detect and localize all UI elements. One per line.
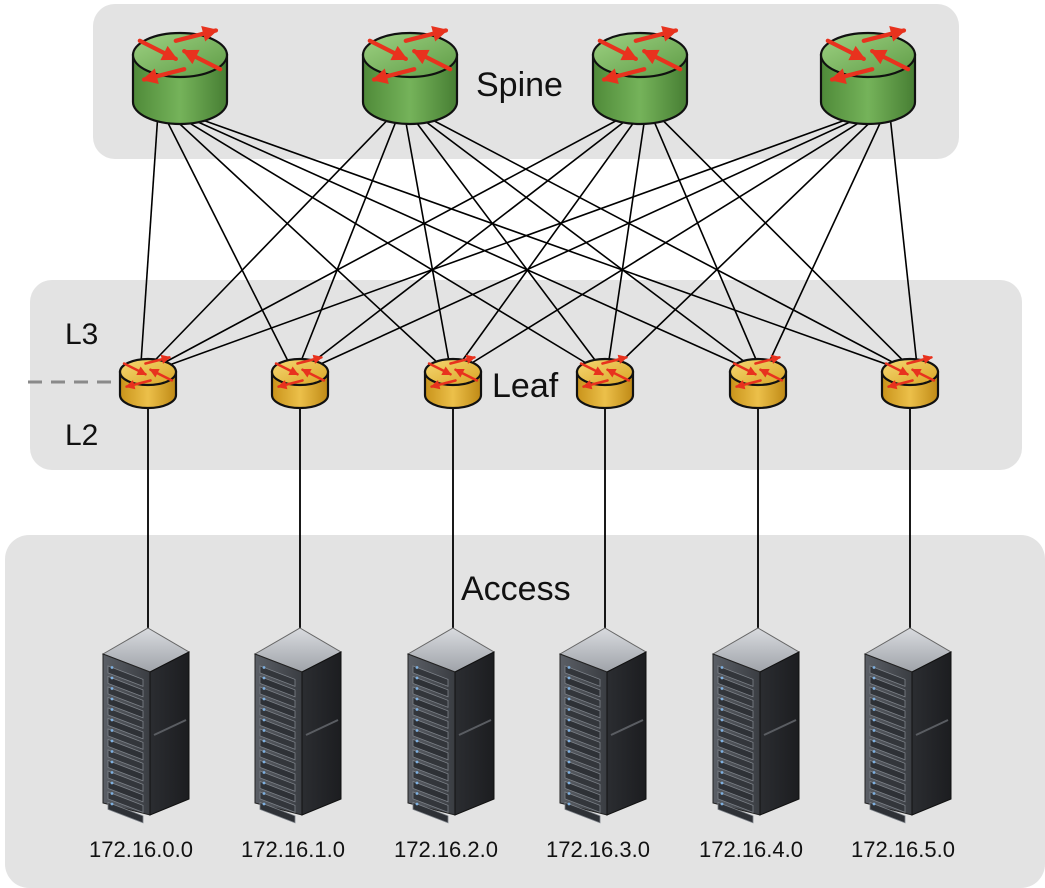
leaf-router-icon <box>728 354 788 410</box>
spine-leaf-link <box>404 119 452 371</box>
router-arrows-icon <box>884 354 936 390</box>
spine-leaf-link <box>652 119 762 371</box>
spine-leaf-link <box>460 119 864 371</box>
router-arrows-icon <box>274 354 326 390</box>
spine-routers <box>131 25 917 126</box>
server-rack-icon <box>406 627 496 824</box>
subnet-label: 172.16.2.0 <box>394 837 498 862</box>
spine-leaf-link <box>193 119 751 371</box>
router-arrows-icon <box>579 354 631 390</box>
spine-leaf-link <box>889 119 919 371</box>
subnet-label: 172.16.0.0 <box>89 837 193 862</box>
spine-leaf-link <box>606 119 646 371</box>
l2-label: L2 <box>65 419 98 452</box>
spine-router-icon <box>819 25 917 126</box>
router-arrows-icon <box>137 25 223 85</box>
spine-leaf-link <box>144 119 389 371</box>
spine-leaf-link <box>764 119 883 371</box>
subnet-label: 172.16.5.0 <box>851 837 955 862</box>
router-arrows-icon <box>367 25 453 85</box>
subnet-label: 172.16.3.0 <box>546 837 650 862</box>
spine-label: Spine <box>476 66 563 104</box>
server-rack-icon <box>711 627 801 824</box>
spine-leaf-link <box>611 119 874 371</box>
spine-leaf-link <box>150 119 618 371</box>
spine-router-icon <box>591 25 689 126</box>
router-arrows-icon <box>825 25 911 85</box>
spine-leaf-link <box>296 119 398 371</box>
access-label: Access <box>461 570 571 608</box>
server-rack-icon <box>863 627 953 824</box>
router-arrows-icon <box>122 354 174 390</box>
subnet-label: 172.16.1.0 <box>241 837 345 862</box>
server-rack-icon <box>101 627 191 824</box>
spine-leaf-link <box>432 119 908 371</box>
spine-leaf-link <box>302 119 627 371</box>
spine-leaf-link <box>155 119 846 371</box>
leaf-panel <box>30 280 1022 470</box>
l3-label: L3 <box>65 318 98 351</box>
spine-router-icon <box>131 25 229 126</box>
spine-leaf-link <box>202 119 903 371</box>
server-racks <box>101 627 953 824</box>
spine-leaf-link <box>413 119 604 371</box>
spine-panel <box>93 4 959 159</box>
subnet-labels: 172.16.0.0 172.16.1.0 172.16.2.0 172.16.3.0… <box>89 837 955 862</box>
spine-leaf-link <box>661 119 914 371</box>
router-arrows-icon <box>427 354 479 390</box>
leaf-routers <box>118 354 940 410</box>
leaf-router-icon <box>423 354 483 410</box>
spine-router-icon <box>361 25 459 126</box>
spine-leaf-link <box>139 119 159 371</box>
spine-leaf-link <box>454 119 637 371</box>
router-arrows-icon <box>597 25 683 85</box>
leaf-router-icon <box>880 354 940 410</box>
spine-leaf-link <box>307 119 855 371</box>
server-rack-icon <box>253 627 343 824</box>
leaf-router-icon <box>118 354 178 410</box>
subnet-label: 172.16.4.0 <box>699 837 803 862</box>
leaf-router-icon <box>575 354 635 410</box>
leaf-label: Leaf <box>492 367 559 405</box>
router-arrows-icon <box>732 354 784 390</box>
links-layer <box>139 119 919 632</box>
leaf-router-icon <box>270 354 330 410</box>
spine-leaf-link <box>423 119 756 371</box>
server-rack-icon <box>558 627 648 824</box>
